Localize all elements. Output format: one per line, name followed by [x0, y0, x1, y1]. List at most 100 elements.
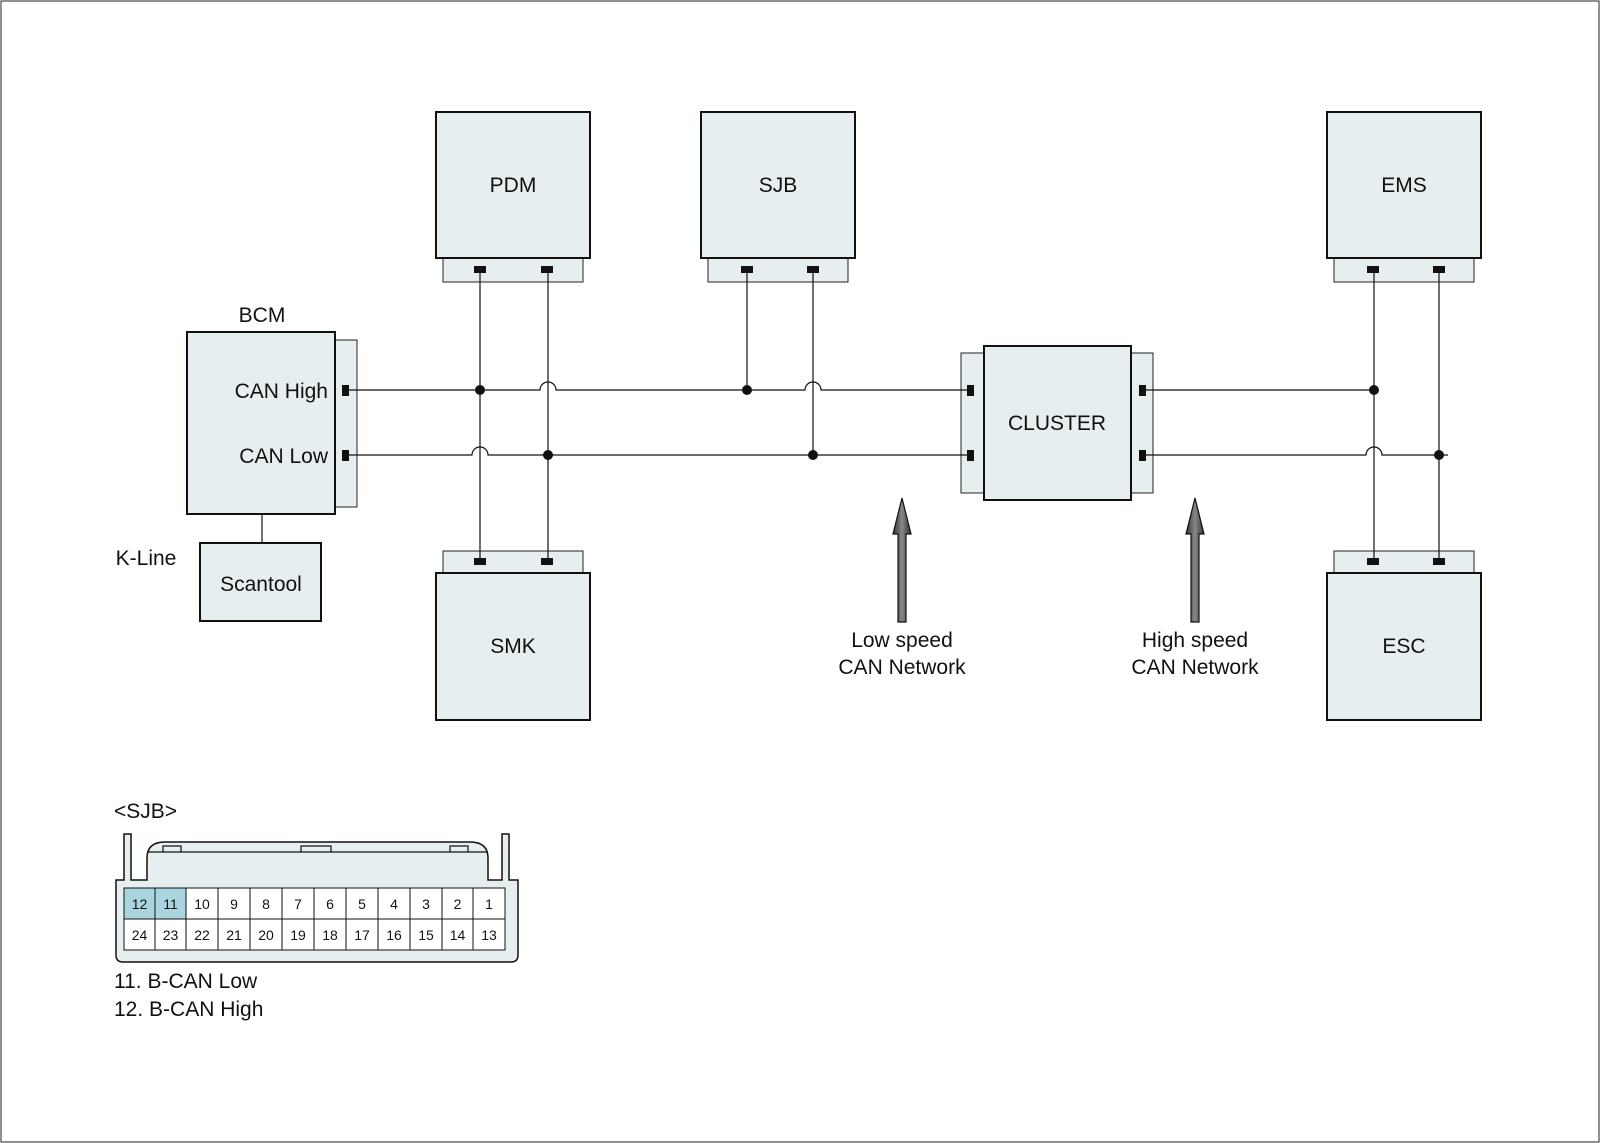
- connector-pin-cell: [472, 918, 506, 951]
- sjb-pin-1: [741, 266, 753, 273]
- ems-pin-2: [1433, 266, 1445, 273]
- connector-pin-number: 24: [132, 927, 148, 943]
- sjb-module: SJB: [700, 111, 856, 283]
- bcm-can-low-label: CAN Low: [239, 445, 329, 468]
- connector-pin-number: 19: [290, 927, 306, 943]
- connector-pin-number: 15: [418, 927, 434, 943]
- connector-pin-number: 20: [258, 927, 274, 943]
- connector-title: <SJB>: [114, 800, 177, 823]
- esc-pin-1: [1367, 558, 1379, 565]
- connector-pin-cell: [185, 918, 219, 951]
- connector-pin-number: 3: [422, 896, 430, 912]
- kline-label: K-Line: [116, 547, 177, 570]
- junction-dot: [543, 450, 553, 460]
- cluster-label: CLUSTER: [1008, 412, 1106, 435]
- scantool-module: Scantool K-Line: [116, 514, 322, 622]
- can-high-wire-left: [349, 381, 967, 391]
- can-wires: [349, 273, 1448, 558]
- connector-pin-number: 21: [226, 927, 242, 943]
- connector-pin-number: 11: [163, 896, 178, 912]
- connector-pin-number: 17: [354, 927, 370, 943]
- connector-pin-number: 5: [358, 896, 366, 912]
- connector-pin-number: 14: [450, 927, 466, 943]
- legend-line-2: 12. B-CAN High: [114, 998, 263, 1021]
- can-low-wire-left: [349, 446, 967, 456]
- ems-pin-1: [1367, 266, 1379, 273]
- junction-dot: [1369, 385, 1379, 395]
- can-low-wire-right: [1146, 446, 1448, 456]
- connector-pin-number: 18: [322, 927, 338, 943]
- cluster-module: CLUSTER: [960, 345, 1154, 501]
- pdm-pin-2: [541, 266, 553, 273]
- cluster-pin-left-high: [967, 385, 974, 396]
- connector-pin-cell: [249, 887, 283, 920]
- legend-line-1: 11. B-CAN Low: [114, 970, 258, 993]
- bcm-pin-can-high: [342, 385, 349, 396]
- connector-pin-cell: [441, 887, 474, 920]
- smk-module: SMK: [435, 550, 591, 721]
- junction-dot: [1434, 450, 1444, 460]
- scantool-label: Scantool: [220, 573, 302, 596]
- esc-module: ESC: [1326, 550, 1482, 721]
- esc-label: ESC: [1382, 635, 1425, 658]
- junction-dots: [475, 385, 1444, 460]
- connector-pin-cell: [441, 918, 474, 951]
- high-speed-arrow-icon: [1185, 497, 1205, 623]
- pdm-pin-1: [474, 266, 486, 273]
- connector-pin-number: 10: [194, 896, 210, 912]
- low-speed-label-line2: CAN Network: [838, 656, 966, 679]
- connector-pin-number: 22: [194, 927, 210, 943]
- connector-pin-cell: [123, 918, 156, 951]
- sjb-label: SJB: [759, 174, 798, 197]
- connector-pin-cell: [409, 918, 443, 951]
- cluster-pin-left-low: [967, 450, 974, 461]
- high-speed-label-line2: CAN Network: [1131, 656, 1259, 679]
- connector-pin-number: 7: [294, 896, 302, 912]
- ems-module: EMS: [1326, 111, 1482, 283]
- bcm-module: BCM CAN High CAN Low: [186, 304, 358, 515]
- connector-pin-cell: [123, 887, 156, 920]
- connector-pin-number: 8: [262, 896, 270, 912]
- pdm-label: PDM: [490, 174, 537, 197]
- junction-dot: [742, 385, 752, 395]
- connector-pin-cell: [217, 918, 251, 951]
- connector-pin-cell: [472, 887, 506, 920]
- connector-pin-number: 2: [454, 896, 462, 912]
- connector-pin-cell: [313, 887, 347, 920]
- connector-pin-cell: [249, 918, 283, 951]
- connector-pin-cell: [345, 887, 379, 920]
- smk-pin-2: [541, 558, 553, 565]
- connector-pin-number: 16: [386, 927, 402, 943]
- junction-dot: [475, 385, 485, 395]
- low-speed-arrow-icon: [892, 497, 912, 623]
- connector-pin-number: 9: [230, 896, 238, 912]
- smk-pin-1: [474, 558, 486, 565]
- ems-label: EMS: [1381, 174, 1427, 197]
- junction-dot: [808, 450, 818, 460]
- cluster-pin-right-low: [1139, 450, 1146, 461]
- cluster-pin-right-high: [1139, 385, 1146, 396]
- connector-pin-cell: [185, 887, 219, 920]
- bcm-title: BCM: [239, 304, 286, 327]
- smk-label: SMK: [490, 635, 536, 658]
- low-speed-label-line1: Low speed: [851, 629, 953, 652]
- bcm-can-high-label: CAN High: [235, 380, 328, 403]
- high-speed-label-line1: High speed: [1142, 629, 1248, 652]
- connector-pin-number: 13: [481, 927, 497, 943]
- connector-pin-cell: [281, 887, 315, 920]
- connector-pin-number: 6: [326, 896, 334, 912]
- bcm-pin-can-low: [342, 450, 349, 461]
- connector-pin-cell: [345, 918, 379, 951]
- connector-pin-number: 23: [163, 927, 179, 943]
- connector-pin-number: 12: [132, 896, 148, 912]
- esc-pin-2: [1433, 558, 1445, 565]
- connector-pin-number: 4: [390, 896, 398, 912]
- pdm-module: PDM: [435, 111, 591, 283]
- sjb-pin-2: [807, 266, 819, 273]
- connector-pin-number: 1: [485, 896, 493, 912]
